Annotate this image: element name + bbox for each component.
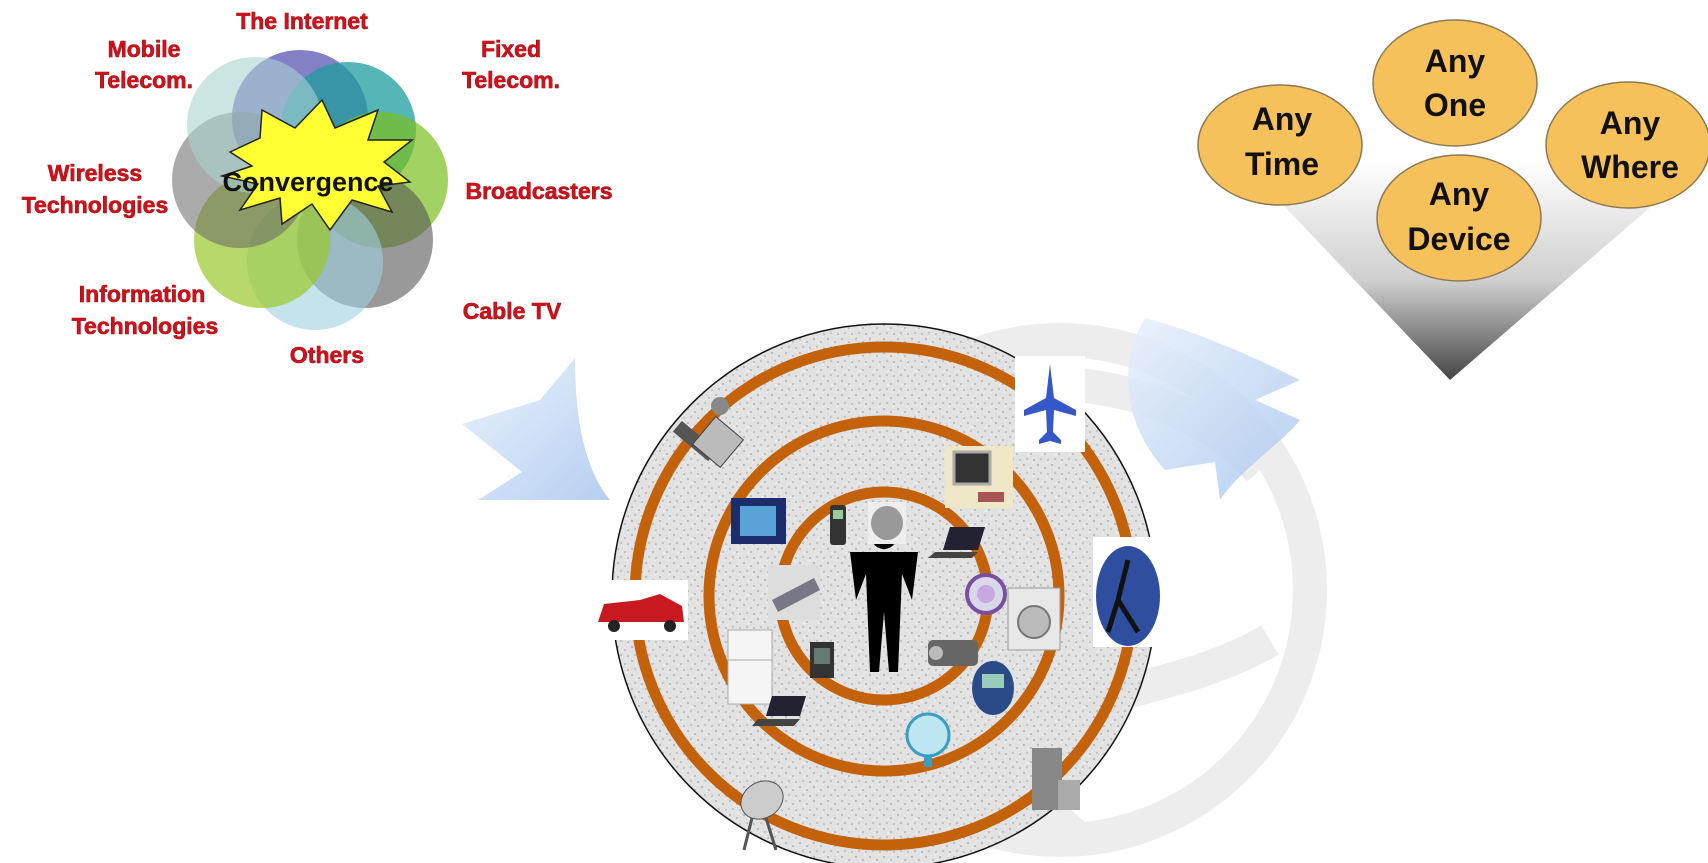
helmet-icon [868, 502, 906, 544]
target-diagram [592, 323, 1163, 863]
convergence-star [219, 98, 415, 232]
bubble-any-time-2: Time [1245, 146, 1319, 182]
runner-icon [1093, 537, 1163, 647]
computer-icon [945, 446, 1013, 508]
dish-icon [740, 780, 784, 851]
bubble-any-one-1: Any [1425, 43, 1486, 79]
bubble-any-one [1372, 19, 1538, 147]
bubble-any-device [1376, 154, 1542, 282]
handheld-icon [810, 642, 834, 678]
label-others: Others [290, 342, 364, 368]
pda-icon [768, 565, 820, 620]
label-mobile-1: Mobile [108, 36, 181, 62]
bubble-any-where [1545, 81, 1708, 209]
label-wireless-2: Technologies [22, 192, 169, 218]
convergence-center-label: Convergence [222, 167, 393, 197]
label-fixed-2: Telecom. [462, 67, 560, 93]
label-wireless-1: Wireless [48, 160, 142, 186]
bubble-any-time-1: Any [1252, 101, 1313, 137]
left-arrow [462, 358, 610, 500]
tv-icon [731, 498, 786, 544]
bubble-any-time [1197, 84, 1363, 206]
laptop-icon [928, 527, 985, 558]
label-broadcasters: Broadcasters [465, 178, 612, 204]
glucometer-icon [972, 661, 1014, 715]
label-info-1: Information [79, 281, 206, 307]
bubble-any-device-1: Any [1429, 176, 1490, 212]
bubble-any-where-1: Any [1600, 105, 1661, 141]
camcorder-icon [928, 640, 978, 666]
car-icon [592, 580, 688, 640]
label-mobile-2: Telecom. [95, 67, 193, 93]
bubble-any-one-2: One [1424, 87, 1486, 123]
phone-icon [830, 505, 846, 545]
bubble-any-device-2: Device [1407, 221, 1510, 257]
any-bubbles: Any Time Any One Any Where Any Device [1197, 19, 1708, 282]
satellite-icon [672, 397, 745, 469]
washer-icon [1007, 587, 1061, 651]
bubble-any-where-2: Where [1581, 149, 1679, 185]
label-internet: The Internet [236, 8, 368, 34]
label-fixed-1: Fixed [481, 36, 541, 62]
fridge-icon [727, 629, 773, 705]
building-icon [1032, 748, 1080, 810]
convergence-labels: The Internet Mobile Telecom. Fixed Telec… [21, 8, 612, 369]
airplane-icon [1015, 356, 1085, 452]
label-info-2: Technologies [72, 313, 219, 339]
right-arrow [1128, 318, 1300, 500]
fan-icon [905, 712, 951, 767]
laptop-2-icon [752, 696, 806, 726]
watch-icon [965, 573, 1007, 615]
label-cable: Cable TV [463, 298, 562, 324]
